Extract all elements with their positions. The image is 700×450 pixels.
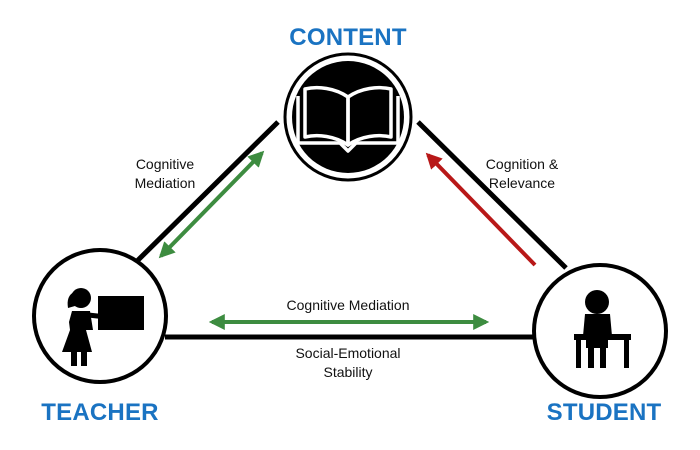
student-title: STUDENT bbox=[547, 399, 662, 426]
node-student bbox=[532, 263, 668, 399]
teacher-student-label-above: Cognitive Mediation bbox=[287, 297, 410, 313]
edge-teacher-content bbox=[128, 120, 280, 270]
teacher-content-label-line2: Mediation bbox=[135, 175, 196, 191]
arrow-teacher-content bbox=[158, 150, 265, 259]
teacher-at-board-icon bbox=[62, 288, 144, 366]
teacher-title: TEACHER bbox=[41, 399, 158, 426]
edge-student-content bbox=[416, 120, 568, 270]
arrow-student-to-content bbox=[425, 152, 537, 267]
student-content-label-line2: Relevance bbox=[489, 175, 555, 191]
content-title: CONTENT bbox=[289, 24, 407, 51]
student-at-desk-icon bbox=[574, 290, 631, 368]
student-content-label-line1: Cognition & bbox=[486, 156, 559, 172]
teacher-student-label-below-line2: Stability bbox=[323, 364, 372, 380]
node-content bbox=[283, 52, 413, 182]
teacher-content-label-line1: Cognitive bbox=[136, 156, 195, 172]
open-book-icon bbox=[296, 85, 400, 153]
node-teacher bbox=[32, 248, 168, 384]
teacher-student-label-below-line1: Social-Emotional bbox=[295, 345, 400, 361]
